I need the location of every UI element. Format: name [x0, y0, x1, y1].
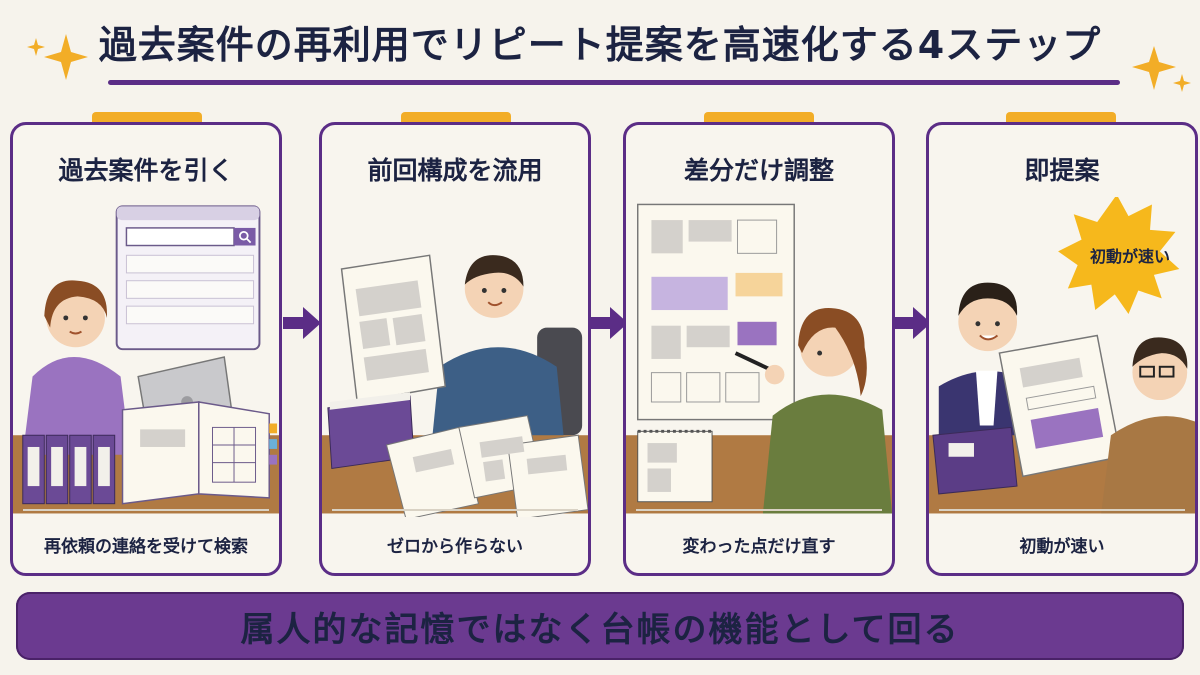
step-panel-4: 即提案 初動が速い 初動が速い	[926, 122, 1198, 576]
page-title: 過去案件の再利用でリピート提案を高速化する4ステップ	[98, 23, 1102, 67]
adjust-diff-illustration	[626, 203, 892, 514]
caption-divider	[23, 509, 269, 511]
step-title: 過去案件を引く	[58, 156, 234, 185]
burst-label: 初動が速い	[1089, 247, 1170, 266]
caption-divider	[939, 509, 1185, 511]
instant-proposal-illustration	[929, 197, 1195, 514]
search-archive-illustration	[13, 205, 279, 514]
step-panel-2: 前回構成を流用 ゼロから作らない	[319, 122, 591, 576]
arrow-right-icon	[893, 307, 931, 339]
sparkle-icon-left	[27, 34, 88, 80]
arrow-right-icon	[590, 307, 628, 339]
reuse-layout-illustration	[322, 254, 588, 517]
step-panel-3: 差分だけ調整 変わった点だけ直す	[623, 122, 895, 576]
title-underline	[108, 80, 1120, 85]
summary-banner: 属人的な記憶ではなく台帳の機能として回る	[16, 592, 1184, 660]
step-title: 即提案	[1024, 156, 1100, 185]
step-title: 前回構成を流用	[367, 156, 543, 185]
step-caption: 初動が速い	[1019, 537, 1105, 557]
step-caption: 再依頼の連絡を受けて検索	[44, 537, 248, 557]
caption-divider	[332, 509, 578, 511]
step-title: 差分だけ調整	[683, 156, 834, 185]
sparkle-icon-right	[1132, 46, 1191, 92]
arrow-right-icon	[283, 307, 321, 339]
caption-divider	[636, 509, 882, 511]
step-panel-1: 過去案件を引く	[10, 122, 282, 576]
step-caption: 変わった点だけ直す	[682, 537, 836, 557]
step-caption: ゼロから作らない	[387, 537, 523, 557]
banner-text: 属人的な記憶ではなく台帳の機能として回る	[240, 610, 960, 650]
